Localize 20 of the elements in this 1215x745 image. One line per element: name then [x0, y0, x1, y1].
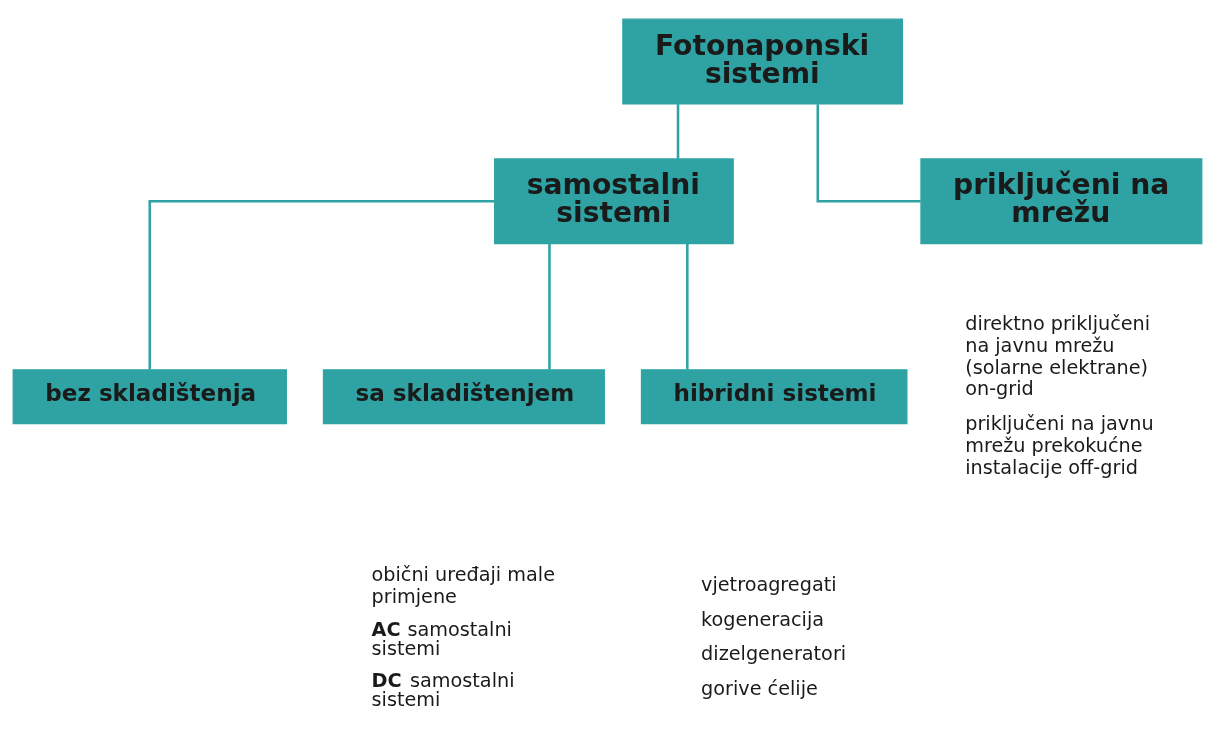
node-box: samostalni sistemi [494, 157, 734, 244]
node-label: DC samostalni sistemi [371, 668, 515, 711]
node-label: priključeni na javnu mrežu prekokućne instalacije off-grid [965, 411, 1154, 479]
node-label: gorive ćelije [701, 676, 818, 700]
node-box: bez skladištenja [12, 368, 287, 424]
node-label: kogeneracija [701, 607, 825, 631]
node-label: vjetroagregati [701, 572, 837, 596]
connector [148, 199, 495, 370]
connector [686, 243, 689, 369]
node-box: sa skladištenjem [322, 368, 605, 424]
connector [816, 103, 921, 202]
node-box: Fotonaponski sistemi [622, 18, 904, 104]
node-label: obični uređaji male primjene [371, 562, 555, 607]
connector [548, 243, 551, 369]
node-label: direktno priključeni na javnu mrežu (solarne elektrane) on-grid [965, 311, 1151, 400]
node-label: AC samostalni sistemi [371, 617, 512, 660]
node-box: priključeni na mrežu [920, 157, 1203, 244]
node-label: dizelgeneratori [701, 641, 847, 665]
node-box: hibridni sistemi [640, 368, 908, 424]
connector [676, 103, 680, 159]
